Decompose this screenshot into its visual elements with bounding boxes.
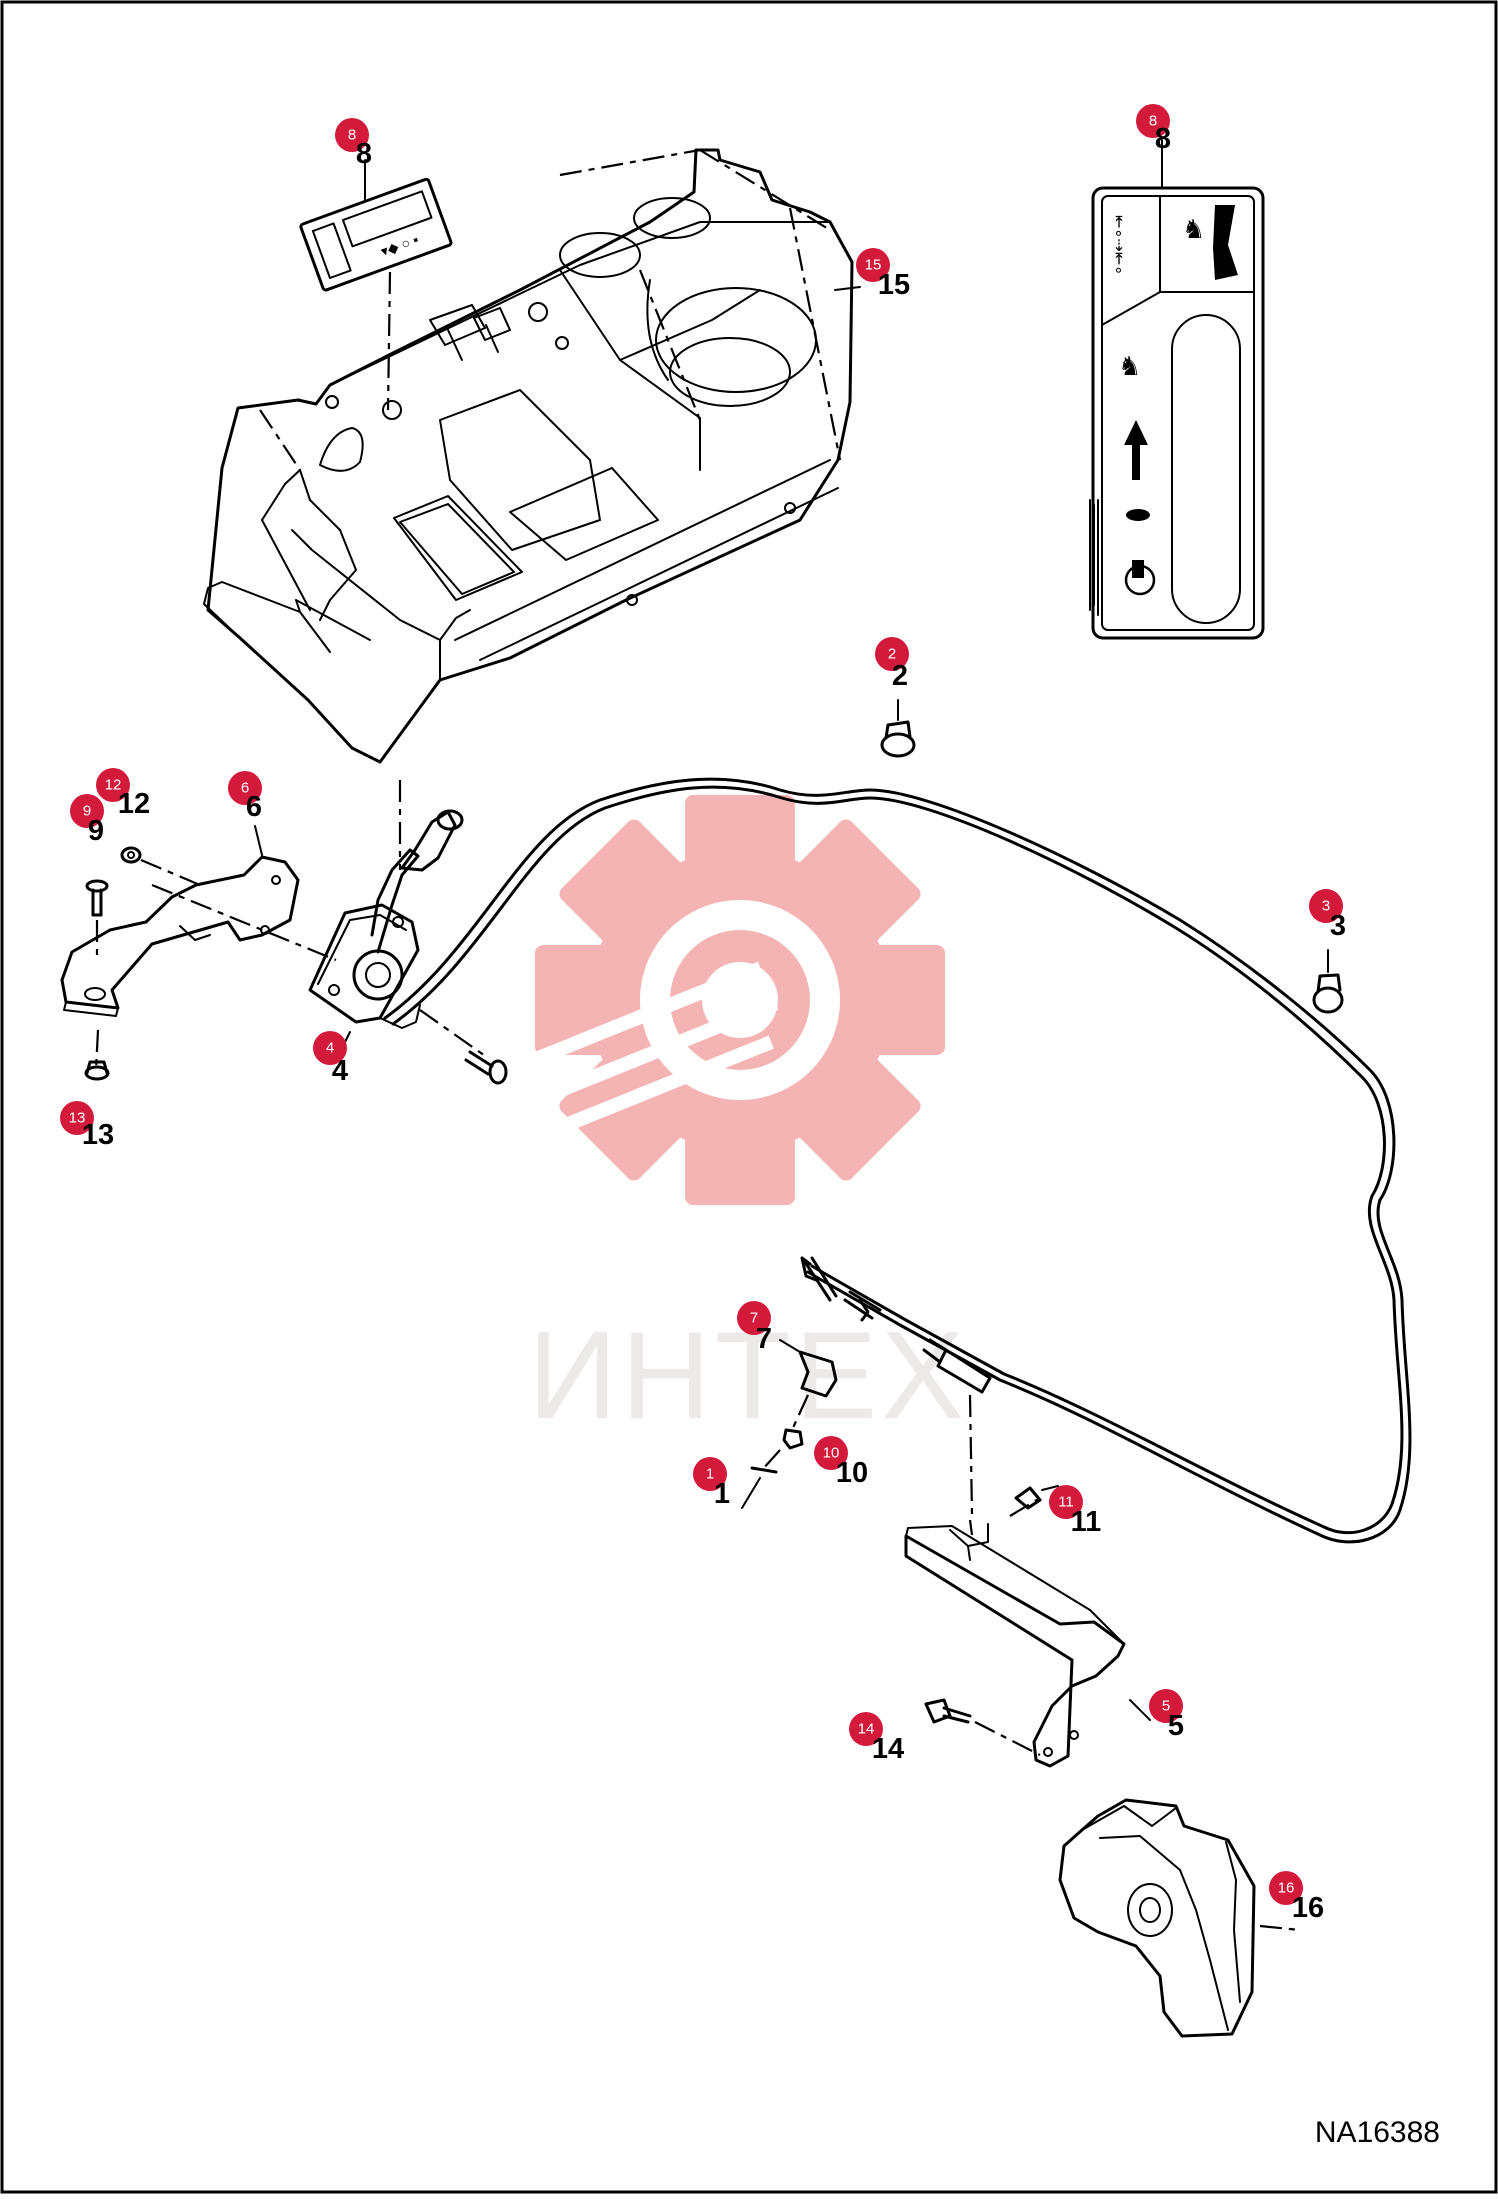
svg-text:12: 12 (118, 788, 150, 820)
svg-text:10: 10 (836, 1457, 868, 1489)
svg-text:8: 8 (1149, 113, 1157, 130)
svg-text:9: 9 (88, 815, 104, 847)
svg-text:13: 13 (82, 1119, 114, 1151)
svg-text:4: 4 (326, 1040, 334, 1057)
svg-text:10: 10 (823, 1445, 840, 1462)
callout-11: 11 11 (1049, 1485, 1101, 1538)
callout-3: 3 3 (1309, 889, 1346, 942)
svg-text:7: 7 (756, 1323, 772, 1355)
svg-text:11: 11 (1058, 1494, 1074, 1511)
svg-text:15: 15 (878, 269, 910, 301)
nut-13 (84, 920, 110, 1081)
watermark-logo (516, 795, 945, 1205)
svg-text:2: 2 (888, 646, 896, 663)
svg-text:3: 3 (1322, 898, 1330, 915)
svg-text:16: 16 (1292, 1892, 1324, 1924)
figure-code: NA16388 (1315, 2116, 1440, 2149)
cotter-pin (750, 1449, 781, 1474)
svg-text:9: 9 (83, 803, 91, 820)
svg-text:3: 3 (1330, 910, 1346, 942)
svg-text:5: 5 (1168, 1710, 1184, 1742)
svg-text:8: 8 (348, 127, 356, 144)
svg-text:1: 1 (706, 1466, 714, 1483)
callout-15: 15 15 (856, 248, 910, 301)
callout-7: 7 7 (737, 1301, 772, 1355)
bolt-9 (85, 879, 109, 917)
svg-text:5: 5 (1162, 1698, 1170, 1715)
svg-text:8: 8 (1155, 123, 1171, 155)
callout-5: 5 5 (1149, 1689, 1184, 1742)
lever-bolt (464, 1050, 508, 1085)
bolt-14 (924, 1698, 1041, 1756)
callout-12: 12 12 (96, 768, 150, 820)
callout-8-small-decal: 8 8 (335, 118, 372, 170)
callout-9: 9 9 (70, 794, 104, 847)
svg-text:6: 6 (241, 780, 249, 797)
svg-text:2: 2 (892, 660, 908, 692)
callout-1: 1 1 (693, 1457, 730, 1510)
mounting-bracket (904, 1497, 1126, 1768)
leader-lines (254, 139, 1163, 1721)
callout-14: 14 14 (849, 1712, 904, 1765)
decal-large: ♞ ♞ ⇤∘⇢⇤∘ (1089, 186, 1265, 640)
clip-nut (782, 1394, 810, 1450)
pump-lever (1058, 1798, 1301, 2038)
svg-text:7: 7 (750, 1310, 758, 1327)
nut-12 (120, 846, 201, 887)
console-housing (203, 148, 854, 764)
callout-2: 2 2 (875, 637, 909, 692)
svg-text:13: 13 (69, 1110, 86, 1127)
svg-text:1: 1 (714, 1478, 730, 1510)
svg-text:14: 14 (872, 1733, 904, 1765)
svg-text:16: 16 (1278, 1880, 1295, 1897)
svg-text:♞: ♞ (1118, 351, 1141, 381)
decal-small: ▾◆ ○ ▪ (299, 177, 453, 292)
svg-text:14: 14 (858, 1721, 875, 1738)
callout-16: 16 16 (1269, 1871, 1324, 1924)
cable-clamp-upper (880, 699, 916, 758)
callout-layer: 1 1 2 2 3 3 4 4 5 5 6 6 7 (60, 104, 1346, 1924)
svg-text:6: 6 (246, 791, 262, 823)
callout-8-large-decal: 8 8 (1136, 104, 1171, 155)
cable-end-clip (779, 1339, 838, 1398)
svg-text:4: 4 (332, 1055, 348, 1087)
bolt-11 (1014, 1485, 1059, 1510)
throttle-cable (383, 777, 1412, 1544)
svg-text:12: 12 (105, 777, 122, 794)
callout-10: 10 10 (814, 1436, 868, 1489)
throttle-lever (308, 780, 489, 1059)
svg-text:11: 11 (1071, 1506, 1102, 1538)
svg-text:15: 15 (865, 257, 882, 274)
callout-13: 13 13 (60, 1101, 114, 1151)
svg-text:8: 8 (356, 138, 372, 170)
cable-clamp-right (1312, 949, 1344, 1014)
svg-text:⇤∘⇢⇤∘: ⇤∘⇢⇤∘ (1110, 215, 1127, 275)
svg-text:♞: ♞ (1182, 214, 1205, 244)
callout-4: 4 4 (313, 1031, 348, 1087)
callout-6: 6 6 (228, 771, 262, 823)
